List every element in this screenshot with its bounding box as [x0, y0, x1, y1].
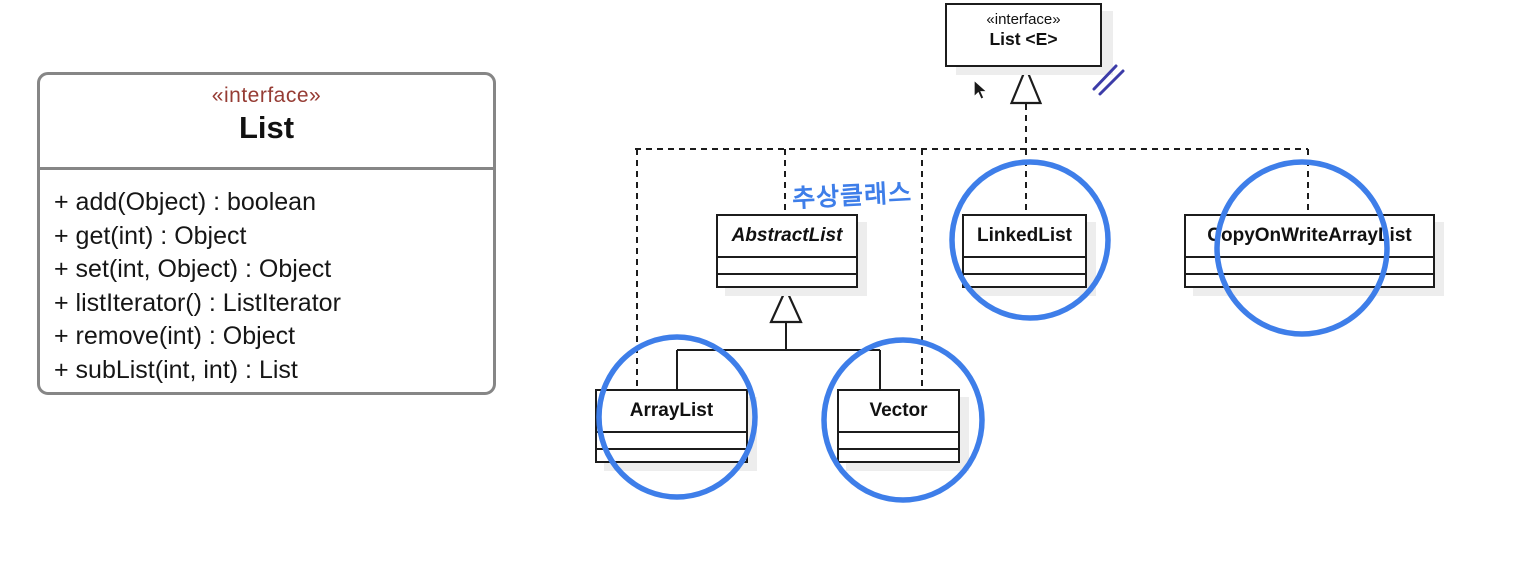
- methods-compartment: [597, 448, 746, 461]
- handwritten-note: 추상클래스: [791, 178, 913, 214]
- methods-compartment: [718, 273, 856, 286]
- card-header: «interface» List: [40, 84, 493, 170]
- attributes-compartment: [1186, 256, 1433, 273]
- method-item: + listIterator() : ListIterator: [54, 288, 341, 317]
- class-box-copyonwritearraylist: CopyOnWriteArrayList: [1184, 214, 1435, 288]
- attributes-compartment: [964, 256, 1085, 273]
- method-item: + get(int) : Object: [54, 221, 247, 250]
- root-class-name: List <E>: [989, 29, 1058, 49]
- class-name: Vector: [869, 400, 928, 421]
- methods-compartment: [1186, 273, 1433, 286]
- method-item: + subList(int, int) : List: [54, 355, 298, 384]
- attributes-compartment: [597, 431, 746, 448]
- inheritance-triangle-icon-abstractlist: [769, 286, 803, 324]
- class-box-vector: Vector: [837, 389, 960, 463]
- class-name: ArrayList: [629, 400, 714, 421]
- class-box-linkedlist: LinkedList: [962, 214, 1087, 288]
- class-box-list-root: «interface» List <E>: [945, 3, 1102, 67]
- inheritance-triangle-icon-root: [1009, 65, 1043, 105]
- method-list: + add(Object) : boolean + get(int) : Obj…: [40, 170, 493, 387]
- methods-compartment: [964, 273, 1085, 286]
- class-name: CopyOnWriteArrayList: [1207, 225, 1412, 246]
- method-item: + remove(int) : Object: [54, 322, 296, 350]
- list-interface-detail-card: «interface» List + add(Object) : boolean…: [37, 72, 496, 395]
- class-box-abstractlist: AbstractList: [716, 214, 858, 288]
- class-name: LinkedList: [976, 225, 1072, 246]
- class-name: AbstractList: [731, 225, 843, 246]
- class-box-arraylist: ArrayList: [595, 389, 748, 463]
- methods-compartment: [839, 448, 958, 461]
- attributes-compartment: [839, 431, 958, 448]
- root-stereotype-label: «interface»: [986, 11, 1061, 28]
- method-item: + set(int, Object) : Object: [54, 255, 332, 283]
- method-item: + add(Object) : boolean: [54, 188, 316, 216]
- attributes-compartment: [718, 256, 856, 273]
- interface-name: List: [238, 110, 295, 145]
- interface-stereotype-label: «interface»: [211, 84, 322, 107]
